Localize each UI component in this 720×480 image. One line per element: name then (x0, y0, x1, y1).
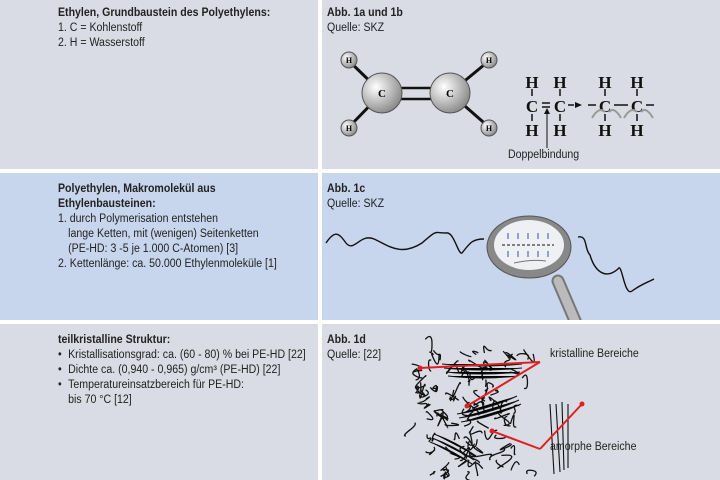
svg-text:H: H (630, 73, 643, 92)
amorphous-label: amorphe Bereiche (550, 441, 637, 453)
row2-figure-cell: Abb. 1c Quelle: SKZ (322, 173, 720, 320)
row3-figure-cell: Abb. 1d Quelle: [22] kristalline Bereich… (322, 324, 720, 480)
svg-text:C: C (526, 97, 538, 116)
row1-heading: Ethylen, Grundbaustein des Polyethylens: (58, 7, 271, 19)
svg-text:H: H (553, 73, 566, 92)
figure-title: Abb. 1c (327, 183, 366, 195)
svg-text:H: H (346, 124, 353, 133)
svg-text:C: C (554, 97, 566, 116)
row2-text-cell: Polyethylen, Makromolekül aus Ethylenbau… (0, 173, 318, 320)
row1-line: 2. H = Wasserstoff (58, 37, 145, 49)
svg-text:H: H (598, 73, 611, 92)
row3-heading: teilkristalline Struktur: (58, 334, 171, 346)
svg-text:H: H (486, 56, 493, 65)
row3-text-cell: teilkristalline Struktur: Kristallisatio… (0, 324, 318, 480)
row2-line: lange Ketten, mit (wenigen) Seitenketten (68, 228, 259, 240)
row1-line: 1. C = Kohlenstoff (58, 22, 143, 34)
figure-source: Quelle: SKZ (327, 198, 385, 210)
double-bond-label: Doppelbindung (508, 149, 580, 161)
svg-text:H: H (525, 73, 538, 92)
row3-bullet: Kristallisationsgrad: ca. (60 - 80) % be… (58, 348, 306, 363)
row3-bullet: Dichte ca. (0,940 - 0,965) g/cm³ (PE-HD)… (58, 363, 297, 378)
row2-line: 2. Kettenlänge: ca. 50.000 Ethylenmolekü… (58, 258, 277, 270)
svg-text:H: H (525, 121, 538, 140)
svg-text:C: C (378, 88, 386, 100)
row2-line: (PE-HD: 3 -5 je 1.000 C-Atomen) [3] (68, 243, 239, 255)
row2-heading: Polyethylen, Makromolekül aus (58, 183, 216, 195)
row2-heading: Ethylenbausteinen: (58, 198, 156, 210)
figure-title: Abb. 1d (327, 334, 366, 346)
svg-text:H: H (598, 121, 611, 140)
row1-text-cell: Ethylen, Grundbaustein des Polyethylens:… (0, 0, 318, 169)
figure-source: Quelle: [22] (327, 349, 382, 361)
svg-text:C: C (599, 97, 611, 116)
row2-line: 1. durch Polymerisation entstehen (58, 213, 218, 225)
row3-continuation: bis 70 °C [12] (68, 394, 132, 406)
row3-bullet: Temperatureinsatzbereich für PE-HD: (58, 378, 297, 393)
semicrystalline-structure-diagram (403, 335, 585, 480)
svg-text:H: H (486, 124, 493, 133)
svg-text:H: H (553, 121, 566, 140)
figure-source: Quelle: SKZ (327, 22, 385, 34)
figure-title: Abb. 1a und 1b (327, 7, 403, 19)
polymer-chain-magnifier (325, 215, 655, 320)
crystalline-label: kristalline Bereiche (550, 348, 639, 360)
svg-text:H: H (346, 56, 353, 65)
svg-text:C: C (631, 97, 643, 116)
svg-text:C: C (446, 88, 454, 100)
svg-text:H: H (630, 121, 643, 140)
amorphous-chains (403, 335, 537, 480)
